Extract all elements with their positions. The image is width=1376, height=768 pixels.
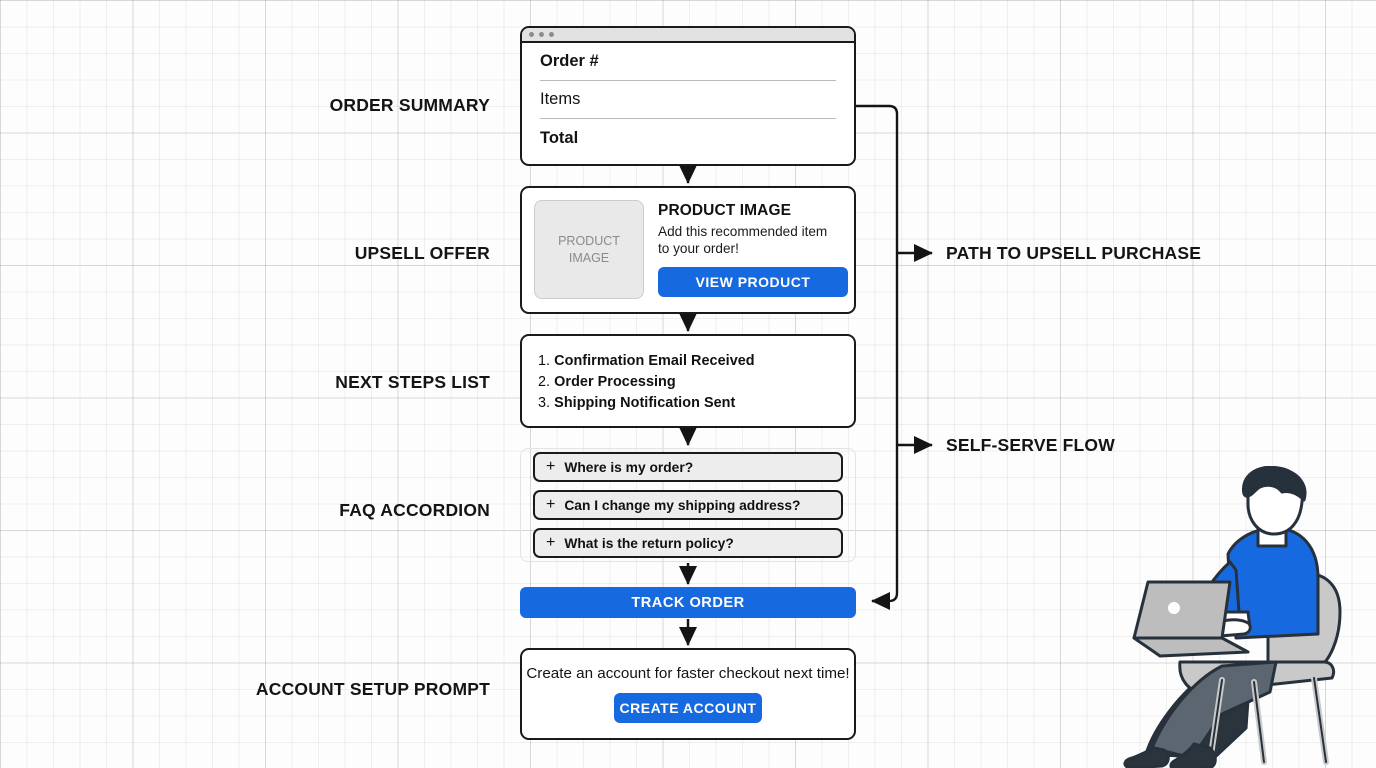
next-step-item-3: 3. Shipping Notification Sent bbox=[538, 393, 854, 414]
stage-label-account-setup-prompt: ACCOUNT SETUP PROMPT bbox=[255, 679, 490, 699]
plus-icon: + bbox=[546, 534, 556, 551]
create-account-button[interactable]: CREATE ACCOUNT bbox=[614, 693, 762, 723]
side-note-path-to-upsell-purchase: PATH TO UPSELL PURCHASE bbox=[946, 243, 1202, 263]
account-prompt-text: Create an account for faster checkout ne… bbox=[526, 665, 850, 682]
next-step-item-2: 2. Order Processing bbox=[538, 372, 854, 393]
person-shoe-front bbox=[1123, 746, 1170, 768]
product-image-placeholder: PRODUCT IMAGE bbox=[534, 200, 644, 299]
order-summary-card: Order # Items Total bbox=[520, 26, 856, 166]
faq-item-return-policy[interactable]: + What is the return policy? bbox=[533, 528, 843, 558]
upsell-description-line2: to your order! bbox=[658, 241, 739, 257]
upsell-title: PRODUCT IMAGE bbox=[658, 202, 792, 219]
laptop-logo-icon bbox=[1168, 602, 1180, 614]
faq-accordion-group: + Where is my order? + Can I change my s… bbox=[520, 448, 856, 562]
faq-item-change-shipping-address[interactable]: + Can I change my shipping address? bbox=[533, 490, 843, 520]
person-hair bbox=[1241, 466, 1307, 502]
next-step-item-1: 1. Confirmation Email Received bbox=[538, 351, 854, 372]
faq-question-3: What is the return policy? bbox=[564, 535, 734, 551]
next-step-number-3: 3. bbox=[538, 395, 551, 412]
upsell-offer-card: PRODUCT IMAGE PRODUCT IMAGE Add this rec… bbox=[520, 186, 856, 314]
order-summary-row-total: Total bbox=[540, 128, 579, 147]
account-setup-card: Create an account for faster checkout ne… bbox=[520, 648, 856, 740]
laptop-base bbox=[1132, 636, 1250, 658]
stage-label-faq-accordion: FAQ ACCORDION bbox=[339, 500, 490, 520]
product-thumb-line1: PRODUCT bbox=[558, 233, 620, 248]
person-near-leg bbox=[1150, 660, 1278, 760]
plus-icon: + bbox=[546, 458, 556, 475]
next-step-number-1: 1. bbox=[538, 353, 551, 369]
next-step-label-2: Order Processing bbox=[554, 374, 676, 391]
window-dot-close-icon[interactable] bbox=[529, 32, 534, 37]
order-summary-row-items: Items bbox=[540, 81, 836, 119]
faq-item-where-is-my-order[interactable]: + Where is my order? bbox=[533, 452, 843, 482]
window-dot-minimize-icon[interactable] bbox=[539, 32, 544, 37]
order-summary-row-order-number: Order # bbox=[540, 43, 836, 81]
laptop-screen bbox=[1132, 580, 1232, 640]
next-steps-list: 1. Confirmation Email Received 2. Order … bbox=[522, 336, 854, 415]
window-titlebar bbox=[522, 28, 854, 43]
faq-question-1: Where is my order? bbox=[564, 459, 694, 475]
chair-leg-3-outline bbox=[1313, 677, 1327, 763]
next-step-number-2: 2. bbox=[538, 374, 551, 391]
stage-label-next-steps-list: NEXT STEPS LIST bbox=[335, 372, 490, 392]
order-summary-rows: Order # Items Total bbox=[522, 43, 854, 157]
track-order-button[interactable]: TRACK ORDER bbox=[520, 587, 856, 618]
side-note-self-serve-flow: SELF-SERVE FLOW bbox=[946, 435, 1115, 455]
stage-label-upsell-offer: UPSELL OFFER bbox=[354, 243, 490, 263]
plus-icon: + bbox=[546, 496, 556, 513]
upsell-loop-wire bbox=[856, 104, 899, 611]
stage-label-order-summary: ORDER SUMMARY bbox=[329, 95, 490, 115]
next-step-label-3: Shipping Notification Sent bbox=[554, 395, 736, 412]
next-step-label-1: Confirmation Email Received bbox=[554, 353, 755, 369]
product-thumb-line2: IMAGE bbox=[568, 250, 610, 265]
next-steps-card: 1. Confirmation Email Received 2. Order … bbox=[520, 334, 856, 428]
faq-question-2: Can I change my shipping address? bbox=[564, 497, 801, 513]
view-product-button[interactable]: VIEW PRODUCT bbox=[658, 266, 848, 297]
upsell-description-line1: Add this recommended item bbox=[658, 224, 828, 239]
window-dot-maximize-icon[interactable] bbox=[549, 32, 554, 37]
person-using-laptop-illustration bbox=[1123, 466, 1342, 768]
chair-leg-2-outline bbox=[1253, 681, 1265, 763]
